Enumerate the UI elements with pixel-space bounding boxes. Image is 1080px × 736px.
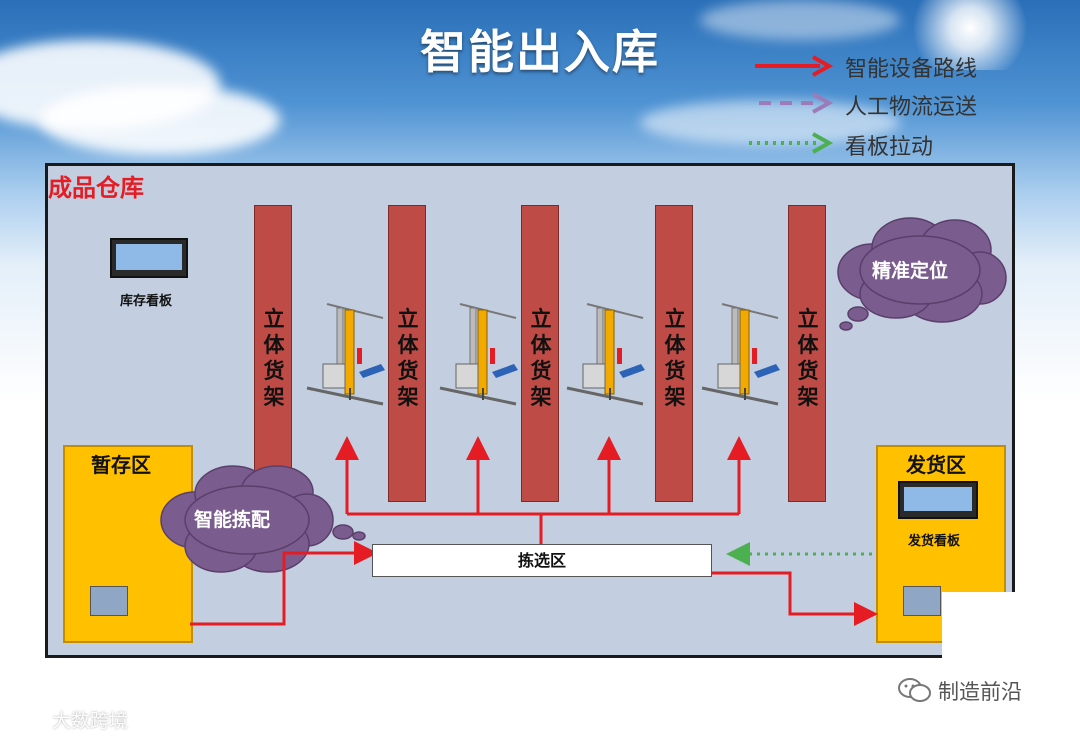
- rack-label: 立体货架: [797, 307, 819, 409]
- page-title: 智能出入库: [420, 25, 660, 79]
- stacker-crane-icon: [439, 303, 518, 406]
- precise-positioning-label: 精准定位: [872, 260, 949, 282]
- watermark-patch: [942, 592, 1080, 736]
- precise-positioning-cloud: [837, 217, 1007, 331]
- warehouse-label: 成品仓库: [48, 174, 144, 202]
- watermark-left: 大数跨境: [52, 710, 129, 732]
- legend-label-device-route: 智能设备路线: [845, 57, 978, 82]
- shipping-bin: [903, 586, 941, 616]
- shipping-board-monitor-icon: [898, 481, 978, 519]
- sky-cloud: [700, 0, 900, 40]
- sun-glow: [900, 0, 1040, 70]
- watermark-logo-icon: [11, 708, 49, 724]
- legend-label-kanban-pull: 看板拉动: [845, 135, 934, 160]
- picking-area: 拣选区: [372, 544, 712, 577]
- wechat-icon: [898, 678, 931, 702]
- shipping-area-label: 发货区: [906, 453, 966, 477]
- stacker-crane-icon: [566, 303, 645, 406]
- rack-label: 立体货架: [530, 307, 552, 409]
- inventory-board-label: 库存看板: [120, 294, 173, 309]
- sky-cloud: [640, 100, 900, 145]
- legend-arrows: [749, 55, 834, 154]
- legend-dotted-arrow: [749, 132, 834, 154]
- rack-label: 立体货架: [263, 307, 285, 409]
- legend-solid-arrow: [755, 55, 834, 77]
- temp-storage-label: 暂存区: [91, 453, 151, 477]
- stacker-crane-icon: [701, 303, 780, 406]
- rack-3: 立体货架: [521, 205, 559, 502]
- legend-dashed-arrow: [759, 92, 834, 114]
- route-picking-to-shipping: [712, 571, 878, 626]
- stacker-crane-icon: [306, 303, 385, 406]
- sky-cloud: [40, 85, 280, 155]
- legend-label-manual-transport: 人工物流运送: [845, 95, 978, 120]
- smart-picking-cloud: [160, 465, 366, 573]
- smart-picking-label: 智能拣配: [194, 509, 271, 531]
- temp-storage-zone: [63, 445, 193, 643]
- rack-4: 立体货架: [655, 205, 693, 502]
- rack-2: 立体货架: [388, 205, 426, 502]
- temp-storage-bin: [90, 586, 128, 616]
- watermark-right: 制造前沿: [938, 680, 1022, 704]
- rack-label: 立体货架: [664, 307, 686, 409]
- inventory-board-monitor-icon: [110, 238, 188, 278]
- rack-5: 立体货架: [788, 205, 826, 502]
- rack-label: 立体货架: [397, 307, 419, 409]
- route-temp-to-picking: [190, 541, 378, 626]
- rack-1: 立体货架: [254, 205, 292, 502]
- shipping-board-label: 发货看板: [908, 534, 961, 549]
